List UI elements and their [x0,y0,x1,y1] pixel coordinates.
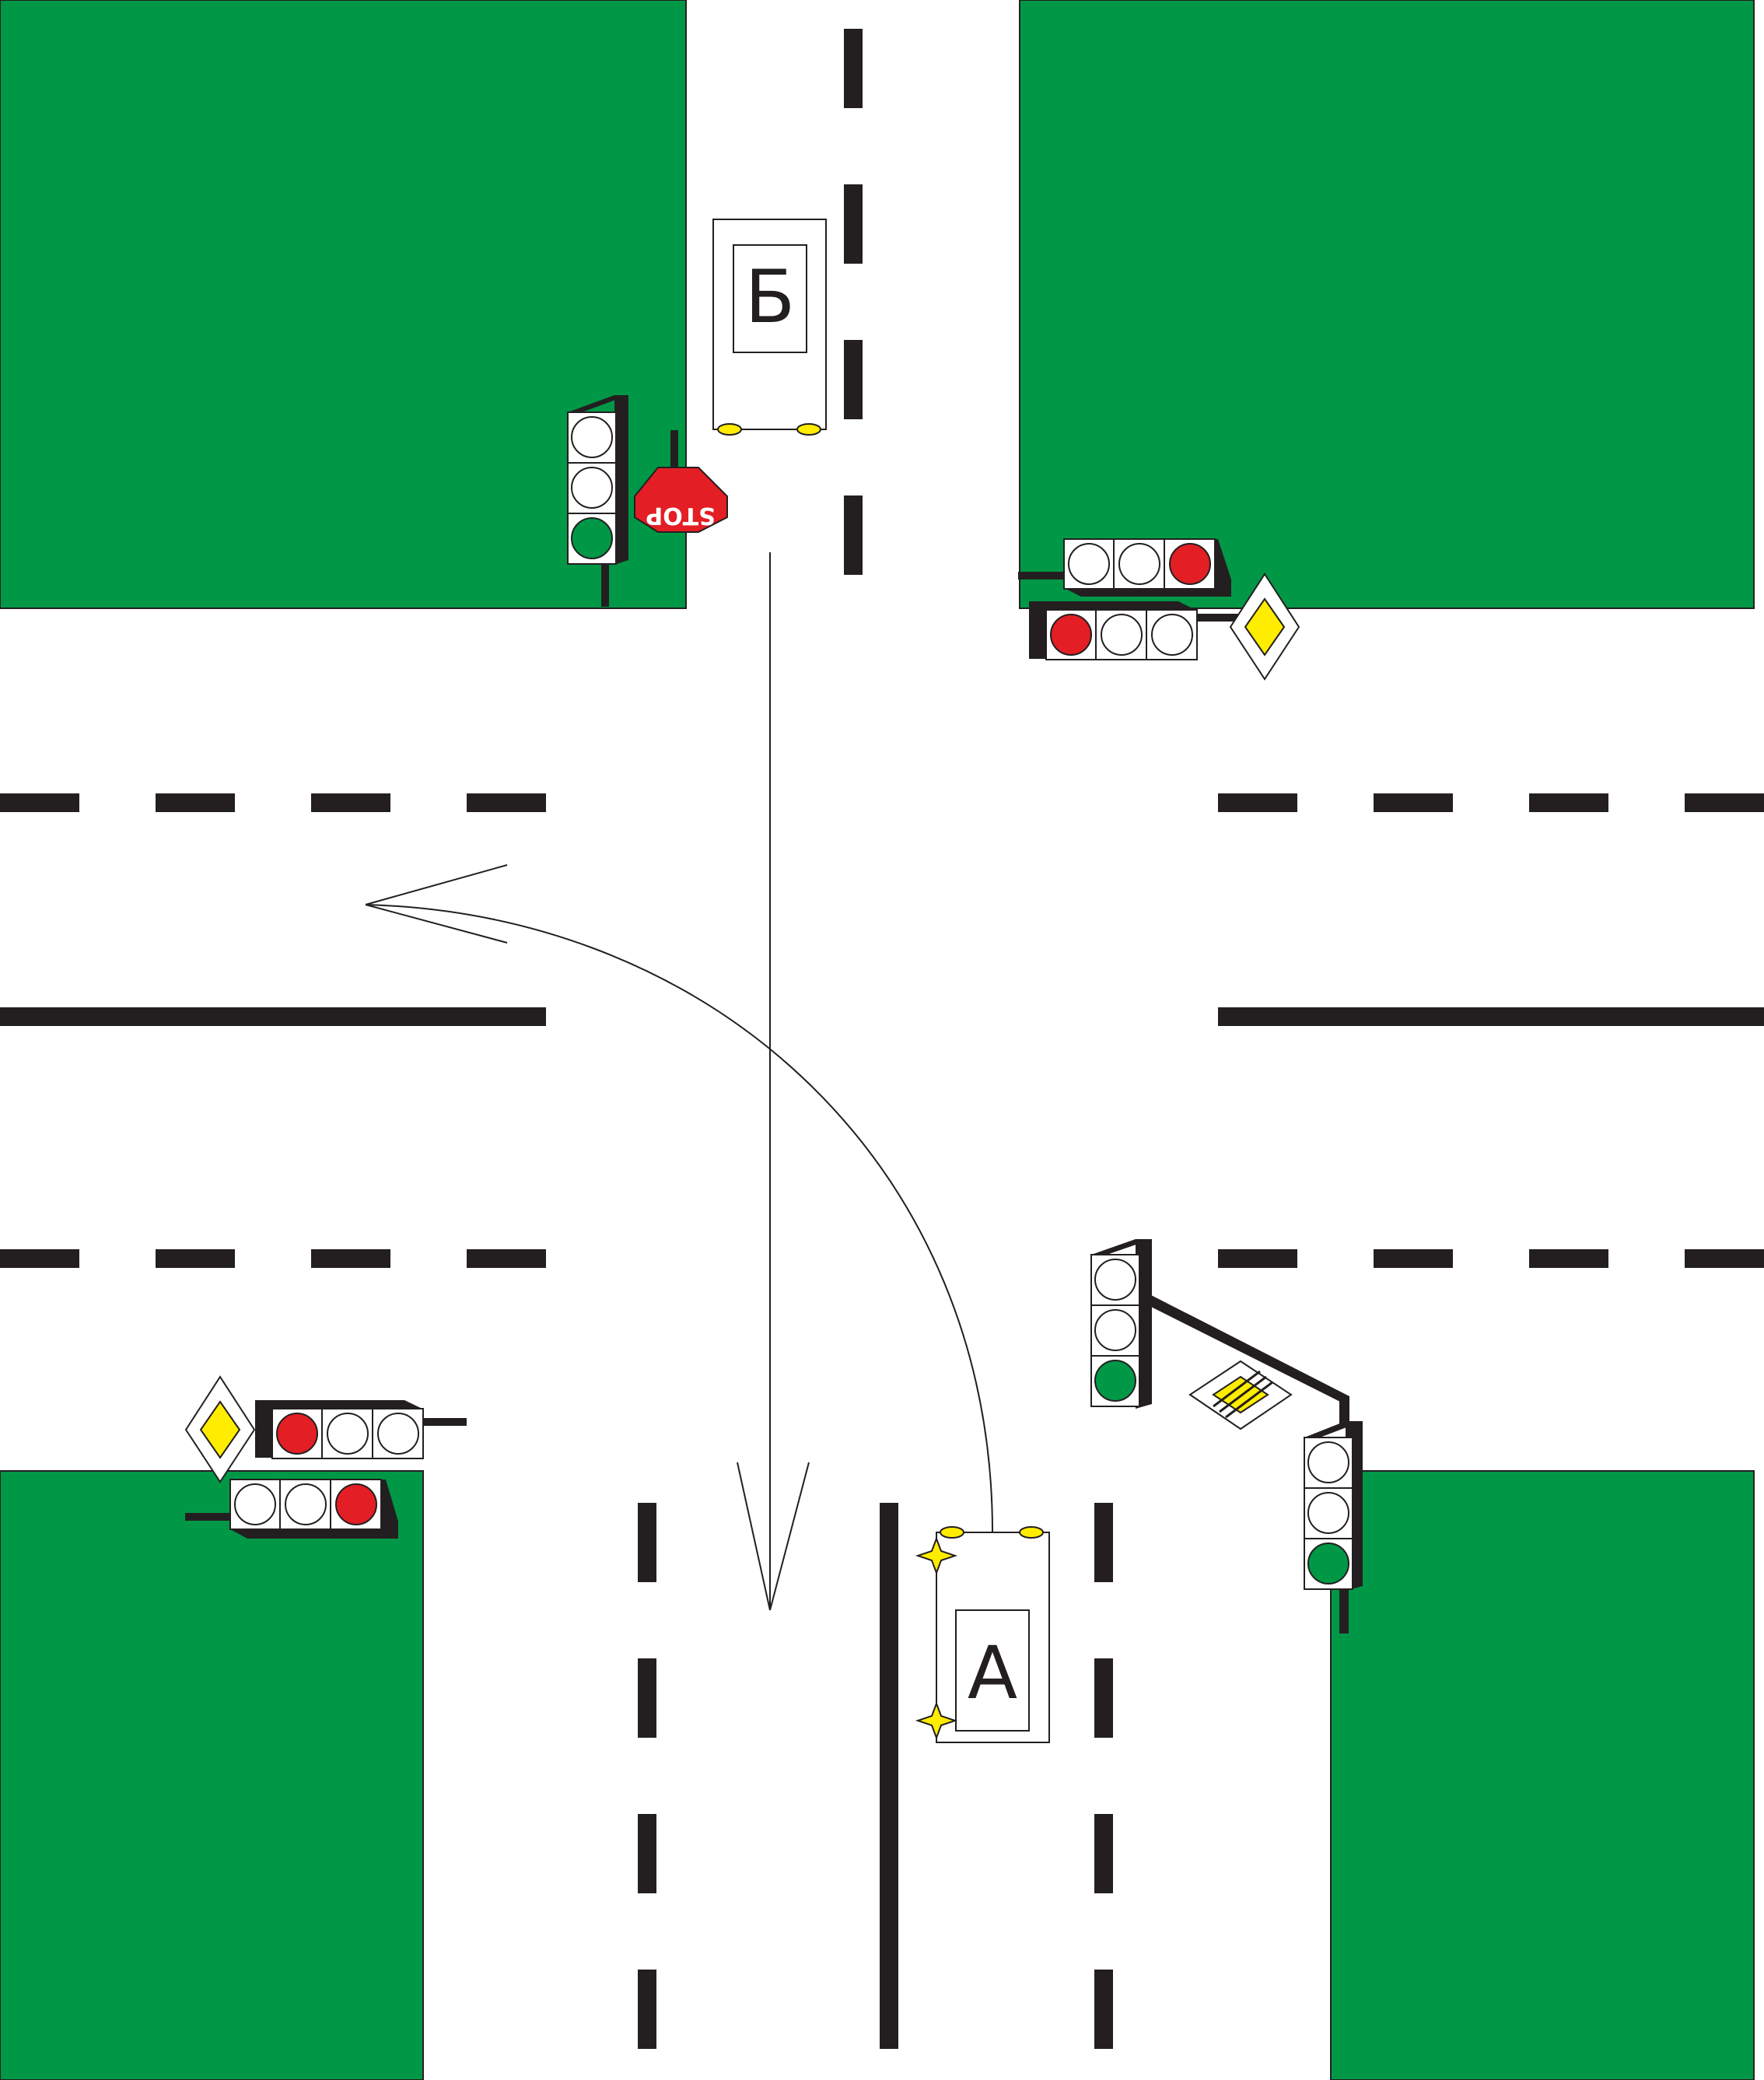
traffic-light-nw-bottom-lamp [571,517,613,559]
se-light-pole [1339,1583,1349,1634]
traffic-light-ne-upper-lamp-2 [1118,543,1160,585]
traffic-light-ne-lower [1029,601,1242,660]
grass-block-ne [1019,0,1755,609]
traffic-light-se-left [1090,1239,1152,1409]
vehicle-a-headlight-right-icon [1019,1526,1044,1539]
traffic-light-ne-upper [1018,538,1231,597]
traffic-light-se-right [1304,1421,1363,1591]
east-road-solid-line [1218,1007,1764,1026]
vehicle-a-headlight-left-icon [940,1526,964,1539]
vehicle-a-left-turn-signal-front-icon [915,1536,958,1575]
traffic-light-ne-upper-lamp-3 [1169,543,1211,585]
traffic-light-se-right-bottom-lamp [1307,1542,1349,1585]
traffic-light-sw-lower-lamp-2 [285,1483,327,1525]
west-road-dashed-line-lower [0,1249,546,1268]
vehicle-a-roof [955,1609,1030,1732]
traffic-light-nw [567,395,628,607]
stop-sign: STOP [634,430,728,533]
stop-sign-text: STOP [646,502,716,529]
traffic-light-ne-lower-lamp-2 [1101,614,1143,656]
traffic-light-nw-middle-lamp [571,467,613,509]
vehicle-a-label: А [968,1631,1017,1716]
traffic-light-se-right-middle-lamp [1307,1492,1349,1534]
traffic-light-se-right-top-lamp [1307,1441,1349,1483]
end-of-priority-sign [1188,1360,1293,1430]
vehicle-b-straight-path-arrow [737,552,810,1611]
grass-block-se [1330,1470,1755,2080]
vehicle-b-headlight-left-icon [717,423,742,436]
south-road-solid-center-line [880,1503,898,2049]
grass-block-sw [0,1470,424,2080]
south-road-dashed-line-right [1094,1503,1113,2049]
traffic-light-nw-top-lamp [571,416,613,458]
vehicle-b-roof [733,244,807,353]
traffic-light-se-left-middle-lamp [1094,1309,1136,1351]
vehicle-b-headlight-right-icon [796,423,821,436]
traffic-light-sw-upper-lamp-1 [276,1413,318,1455]
east-road-dashed-line-lower [1218,1249,1764,1268]
traffic-light-ne-lower-lamp-3 [1151,614,1193,656]
traffic-light-ne-lower-lamp-1 [1050,614,1092,656]
traffic-light-sw-lower [185,1479,398,1539]
se-gantry-post [1339,1396,1349,1427]
priority-sign-sw [184,1375,256,1483]
traffic-light-sw-lower-lamp-1 [234,1483,276,1525]
traffic-light-se-left-bottom-lamp [1094,1360,1136,1402]
traffic-light-se-left-top-lamp [1094,1259,1136,1301]
se-gantry-arm [1148,1295,1349,1425]
east-road-dashed-line-upper [1218,793,1764,812]
vehicle-a: А [915,1526,1050,1743]
priority-sign-ne [1229,573,1300,681]
north-road-center-dashed-line [844,29,863,575]
south-road-dashed-line-left [638,1503,656,2049]
traffic-light-sw-upper [255,1400,467,1459]
vehicle-b-label: Б [745,255,796,340]
vehicle-a-left-turn-signal-rear-icon [915,1701,958,1740]
vehicle-b: Б [712,219,827,436]
vehicle-a-left-turn-path-arrow [365,864,993,1533]
traffic-light-sw-upper-lamp-2 [327,1413,369,1455]
stop-sign-icon [634,467,728,533]
traffic-light-sw-lower-lamp-3 [335,1483,377,1525]
traffic-light-ne-upper-lamp-1 [1068,543,1110,585]
west-road-solid-line [0,1007,546,1026]
west-road-dashed-line-upper [0,793,546,812]
traffic-light-sw-upper-lamp-3 [377,1413,419,1455]
